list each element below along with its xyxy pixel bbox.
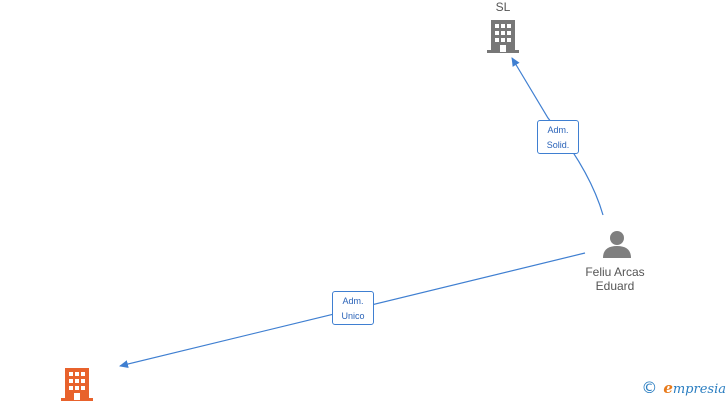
edge-label-line1: Adm. [547,125,569,135]
edge-label-adm-unico: Adm. Unico [332,291,374,325]
person-label-line2: Eduard [595,279,635,293]
brand-name-rest: mpresia [672,381,726,397]
building-icon[interactable] [487,18,519,54]
edge-label-line2: Solid. [546,140,570,150]
person-label-line1: Feliu Arcas [585,265,645,279]
edge-label-line2: Unico [341,311,365,321]
person-label: Feliu Arcas Eduard [575,265,655,293]
brand-initial: e [663,378,673,397]
brand-watermark: © empresia [641,378,726,397]
brand-name: empresia [663,379,726,397]
building-icon-highlighted[interactable] [61,366,93,402]
edge-label-adm-solid: Adm. Solid. [537,120,579,154]
person-icon[interactable] [602,229,632,259]
copyright-icon: © [641,378,658,397]
edge-label-line1: Adm. [342,296,364,306]
company-top-label: SL [495,0,511,14]
